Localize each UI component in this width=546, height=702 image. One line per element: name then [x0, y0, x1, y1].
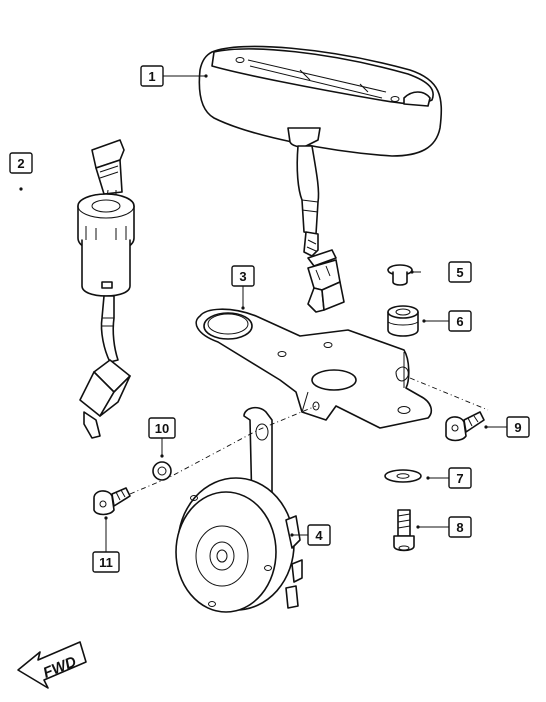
callout-3: 3 — [231, 265, 255, 287]
callout-9-label: 9 — [514, 420, 521, 435]
callout-2: 2 — [9, 152, 33, 174]
callout-10-label: 10 — [155, 421, 169, 436]
forward-direction-arrow: FWD — [17, 641, 87, 689]
callout-7: 7 — [448, 467, 472, 489]
callout-6: 6 — [448, 310, 472, 332]
assembly-line-screw-9 — [409, 377, 489, 411]
flat-washer — [384, 469, 422, 483]
callout-6-label: 6 — [456, 314, 463, 329]
callout-5: 5 — [448, 261, 472, 283]
callout-11: 11 — [92, 551, 120, 573]
horn — [175, 406, 303, 613]
small-washer — [152, 461, 172, 481]
callout-4-label: 4 — [315, 528, 323, 543]
callout-1: 1 — [140, 65, 164, 87]
callout-4: 4 — [307, 524, 331, 546]
long-bolt — [393, 509, 415, 552]
mounting-bracket — [195, 308, 433, 429]
callout-1-label: 1 — [148, 69, 155, 84]
callout-7-label: 7 — [456, 471, 463, 486]
callout-8-label: 8 — [456, 520, 463, 535]
callout-11-label: 11 — [99, 555, 113, 570]
assembly-line-screw-11 — [129, 405, 317, 495]
callout-9: 9 — [506, 416, 530, 438]
grommet-cap — [387, 264, 413, 286]
callout-2-label: 2 — [17, 156, 24, 171]
meter-assembly — [198, 45, 443, 313]
callout-10: 10 — [148, 417, 176, 439]
pan-head-screw-right — [445, 411, 485, 442]
pan-head-screw-left — [93, 487, 131, 516]
callout-3-label: 3 — [239, 269, 246, 284]
callout-8: 8 — [448, 516, 472, 538]
callout-5-label: 5 — [456, 265, 463, 280]
rubber-damper — [387, 305, 419, 337]
ignition-switch-assembly — [77, 139, 135, 439]
